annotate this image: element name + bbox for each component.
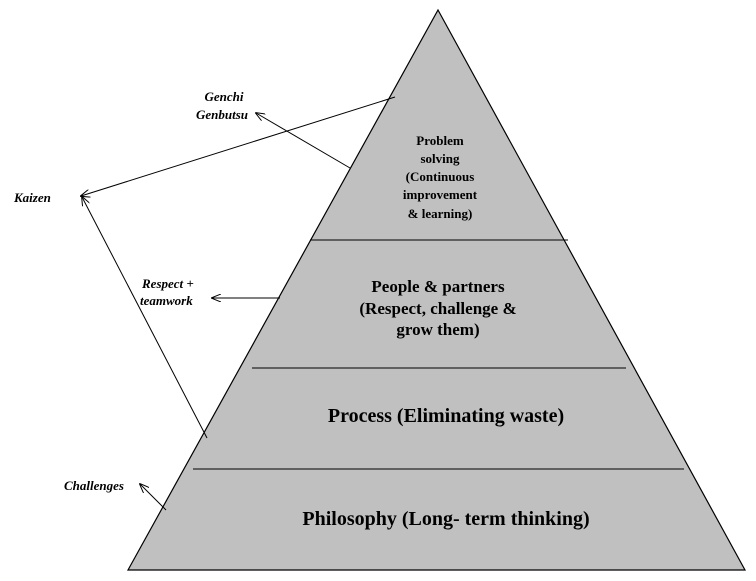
label-respect-line2: teamwork [140,293,193,308]
label-respect-line1: Respect + [141,276,194,291]
arrow-base-to-kaizen [82,197,208,439]
layer-text-line: grow them) [396,320,479,339]
layer-text-line: People & partners [371,277,505,296]
layer-text-line: improvement [403,187,478,202]
label-kaizen: Kaizen [13,190,51,205]
layer-problem-solving: Problem solving (Continuous improvement … [403,133,478,221]
layer-philosophy: Philosophy (Long- term thinking) [302,508,589,530]
layer-text-line: Problem [416,133,464,148]
layer-text-line: Process (Eliminating waste) [328,405,564,427]
layer-text-line: (Respect, challenge & [359,299,516,318]
label-genchi-line1: Genchi [205,89,244,104]
arrow-top-to-kaizen [81,96,396,196]
layer-process: Process (Eliminating waste) [328,405,564,427]
pyramid-shape [126,8,747,571]
arrow-to-genchi-genbutsu [256,113,351,169]
label-challenges: Challenges [64,478,124,493]
layer-text-line: solving [420,151,460,166]
layer-text-line: (Continuous [406,169,475,184]
layer-text-line: Philosophy (Long- term thinking) [302,508,589,530]
arrow-to-challenges [140,484,167,511]
layer-people-partners: People & partners (Respect, challenge & … [359,277,516,339]
label-genchi-line2: Genbutsu [196,107,248,122]
layer-text-line: & learning) [408,206,473,221]
